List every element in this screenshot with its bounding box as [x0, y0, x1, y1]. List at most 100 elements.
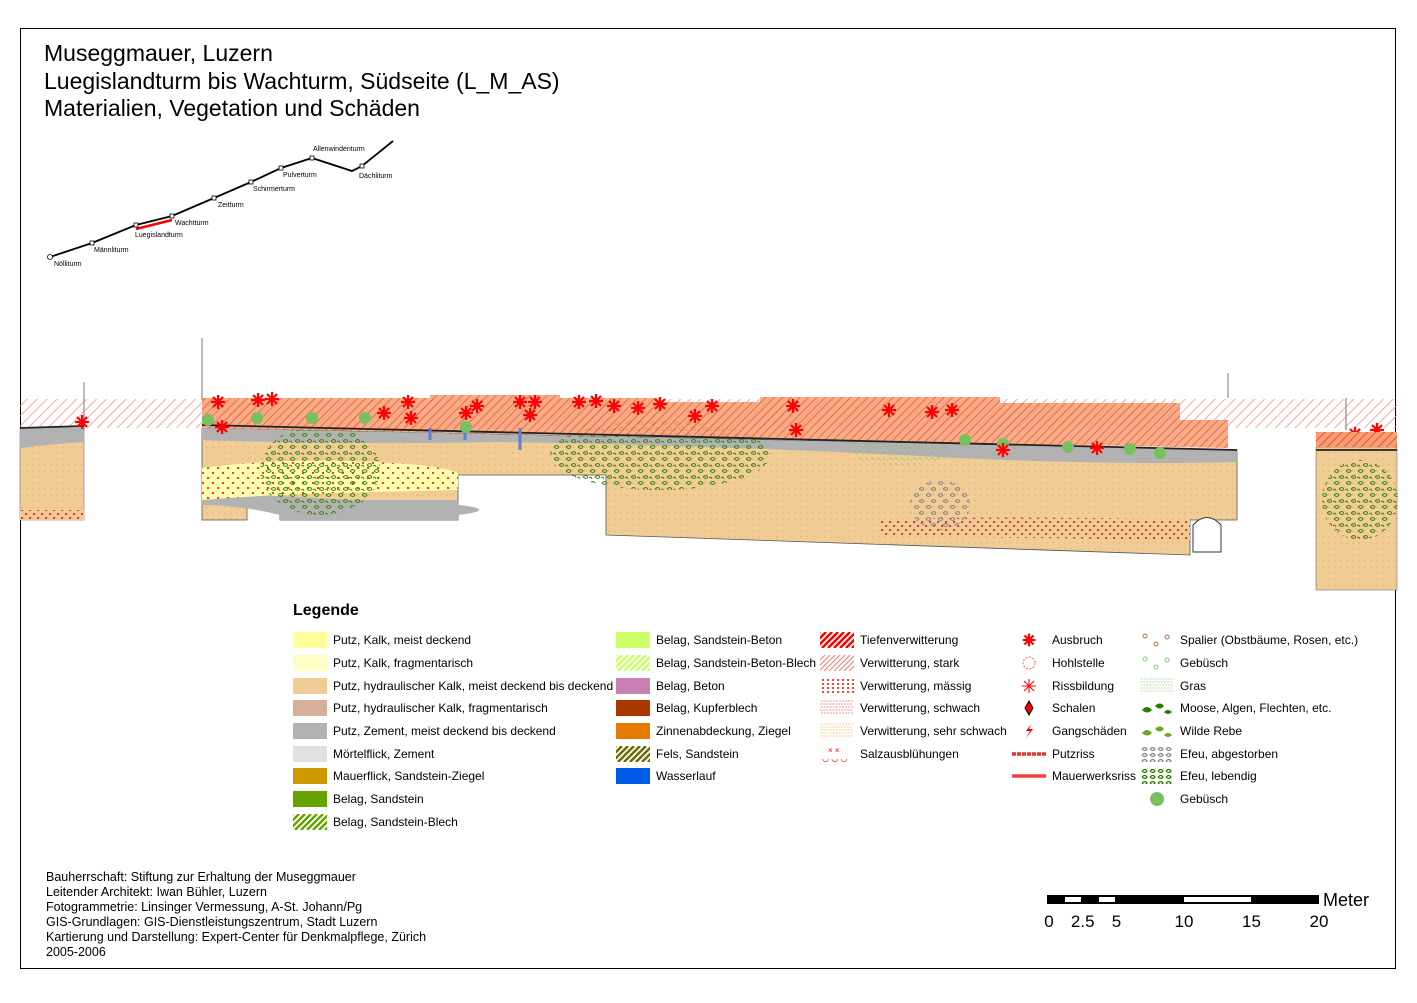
- legend-swatch-dashline: [1012, 752, 1046, 756]
- legend-item: Belag, Sandstein: [293, 788, 613, 811]
- legend-item: Wasserlauf: [616, 765, 816, 788]
- legend-item: Hohlstelle: [1012, 652, 1136, 675]
- legend-item: Belag, Beton: [616, 674, 816, 697]
- legend-item-label: Putz, Kalk, fragmentarisch: [333, 656, 474, 671]
- legend-item-label: Hohlstelle: [1052, 656, 1105, 671]
- map-title: Museggmauer, Luzern Luegislandturm bis W…: [44, 40, 560, 123]
- legend-item-label: Belag, Sandstein-Beton: [656, 633, 783, 648]
- legend-item: Fels, Sandstein: [616, 742, 816, 765]
- scale-tick-label: 10: [1174, 912, 1194, 931]
- svg-text:× ×: × ×: [828, 746, 840, 755]
- legend-item: Putzriss: [1012, 742, 1136, 765]
- legend-swatch-solid: [616, 768, 650, 785]
- legend-item: Gras: [1140, 674, 1358, 697]
- legend-item-label: Verwitterung, sehr schwach: [860, 724, 1007, 739]
- legend-swatch-finedots: [820, 723, 853, 737]
- scale-tick-label: 5: [1111, 912, 1122, 931]
- credit-architect: Leitender Architekt: Iwan Bühler, Luzern: [46, 885, 267, 899]
- legend-swatch-finedots: [820, 700, 853, 715]
- legend-item: Tiefenverwitterung: [820, 629, 1007, 652]
- legend-swatch-hatch: [616, 655, 650, 672]
- legend-title: Legende: [293, 602, 359, 619]
- scale-tick-label: 20: [1309, 912, 1329, 931]
- legend-item-label: Spalier (Obstbäume, Rosen, etc.): [1180, 633, 1359, 648]
- legend-swatch-hollowstar: [1022, 656, 1036, 670]
- scale-unit: Meter: [1323, 890, 1370, 910]
- svg-text:◡ ◡ ◡: ◡ ◡ ◡: [822, 754, 847, 762]
- legend-item: Putz, Kalk, meist deckend: [293, 629, 613, 652]
- legend-item-label: Putz, Kalk, meist deckend: [333, 633, 472, 648]
- credit-gis: GIS-Grundlagen: GIS-Dienstleistungszentr…: [46, 915, 378, 929]
- legend-item: Zinnenabdeckung, Ziegel: [616, 720, 816, 743]
- legend-item: Schalen: [1012, 697, 1136, 720]
- credit-photogrammetry: Fotogrammetrie: Linsinger Vermessung, A-…: [46, 900, 363, 914]
- legend-swatch-solid: [616, 723, 650, 740]
- legend-swatch-solid: [616, 677, 650, 694]
- legend-item-label: Zinnenabdeckung, Ziegel: [656, 724, 791, 739]
- legend-item: Putz, hydraulischer Kalk, fragmentarisch: [293, 697, 613, 720]
- scale-tick-label: 0: [1044, 912, 1054, 931]
- legend-swatch-rings: [1142, 633, 1170, 647]
- legend-item-label: Putz, hydraulischer Kalk, meist deckend …: [333, 678, 614, 693]
- scale-tick-label: 15: [1242, 912, 1261, 931]
- legend-swatch-blobs: [1142, 726, 1172, 738]
- legend-item-label: Salzausblühungen: [860, 746, 959, 761]
- legend-item-label: Tiefenverwitterung: [860, 633, 959, 648]
- credit-client: Bauherrschaft: Stiftung zur Erhaltung de…: [46, 870, 356, 884]
- legend-item: Efeu, abgestorben: [1140, 742, 1358, 765]
- legend-item: Belag, Kupferblech: [616, 697, 816, 720]
- legend-swatch-solid: [293, 655, 327, 672]
- legend-swatch-ivy: [1141, 769, 1172, 785]
- legend-item: Mauerwerksriss: [1012, 765, 1136, 788]
- legend-swatch-thinhatch: [820, 655, 854, 672]
- legend-swatch-star: [1022, 634, 1036, 647]
- legend-item: × ×◡ ◡ ◡ Salzausblühungen: [820, 742, 1007, 765]
- legend-item-label: Belag, Sandstein: [333, 792, 424, 807]
- legend-item-label: Fels, Sandstein: [656, 746, 739, 761]
- legend-item-label: Efeu, lebendig: [1180, 769, 1257, 784]
- legend-item: Gangschäden: [1012, 720, 1136, 743]
- legend-item-label: Wilde Rebe: [1180, 724, 1243, 739]
- legend-item-label: Gebüsch: [1180, 792, 1229, 807]
- legend-swatch-bolt: [1026, 724, 1033, 739]
- legend-item-label: Moose, Algen, Flechten, etc.: [1180, 701, 1332, 716]
- legend-item-label: Verwitterung, stark: [860, 656, 960, 671]
- legend-swatch-salt: × ×◡ ◡ ◡: [822, 746, 847, 762]
- credit-mapping: Kartierung und Darstellung: Expert-Cente…: [46, 930, 427, 944]
- legend-item-label: Ausbruch: [1052, 633, 1103, 648]
- legend-item-label: Belag, Sandstein-Beton-Blech: [656, 656, 817, 671]
- legend-item: Putz, Zement, meist deckend bis deckend: [293, 720, 613, 743]
- legend-item: Efeu, lebendig: [1140, 765, 1358, 788]
- legend-item: Mörtelflick, Zement: [293, 742, 613, 765]
- legend-item: Wilde Rebe: [1140, 720, 1358, 743]
- legend-swatch-solid: [293, 632, 327, 649]
- legend-item-label: Verwitterung, schwach: [860, 701, 981, 716]
- legend-item: Gebüsch: [1140, 652, 1358, 675]
- map-frame: [20, 28, 1396, 969]
- legend-item-label: Schalen: [1052, 701, 1096, 716]
- legend-item: Putz, Kalk, fragmentarisch: [293, 652, 613, 675]
- legend-item-label: Gras: [1180, 678, 1207, 693]
- legend-item-label: Gebüsch: [1180, 656, 1229, 671]
- legend-item-label: Belag, Beton: [656, 678, 725, 693]
- legend-swatch-hatch: [293, 813, 327, 830]
- legend-item-label: Gangschäden: [1052, 724, 1127, 739]
- credits: Bauherrschaft: Stiftung zur Erhaltung de…: [46, 870, 426, 960]
- scale-tick-label: 2.5: [1070, 912, 1095, 931]
- title-line-3: Materialien, Vegetation und Schäden: [44, 95, 420, 121]
- legend-item: Moose, Algen, Flechten, etc.: [1140, 697, 1358, 720]
- legend-item: Ausbruch: [1012, 629, 1136, 652]
- scale-bar: [1047, 895, 1319, 904]
- legend-swatch-bush: [1150, 792, 1164, 807]
- legend-item-label: Wasserlauf: [656, 769, 716, 784]
- legend-item-label: Efeu, abgestorben: [1180, 746, 1279, 761]
- legend-item-label: Mauerwerksriss: [1052, 769, 1137, 784]
- legend-swatch-ivy: [1141, 746, 1172, 762]
- legend-item-label: Putzriss: [1052, 746, 1095, 761]
- legend-item-label: Rissbildung: [1052, 678, 1115, 693]
